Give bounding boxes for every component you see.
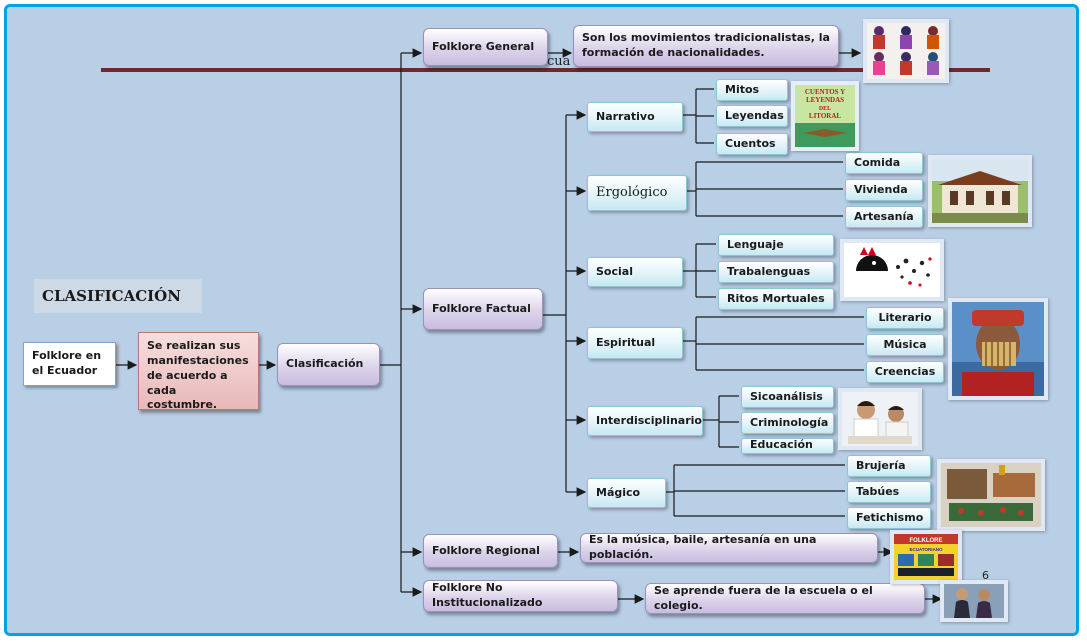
leaf-musica[interactable]: Música xyxy=(866,334,944,356)
leaf-creencias[interactable]: Creencias xyxy=(866,361,944,383)
leaf-sicoanalisis[interactable]: Sicoanálisis xyxy=(741,386,834,408)
leaf-literario[interactable]: Literario xyxy=(866,307,944,329)
leaf-tabues[interactable]: Tabúes xyxy=(847,481,931,503)
page-number: 6 xyxy=(982,569,989,582)
node-general-text[interactable]: Son los movimientos tradicionalistas, la… xyxy=(573,25,839,67)
image-magic-market xyxy=(937,459,1045,531)
node-magico[interactable]: Mágico xyxy=(587,478,666,508)
image-panpipe-player xyxy=(948,298,1048,400)
node-espiritual[interactable]: Espiritual xyxy=(587,327,683,359)
leaf-fetichismo[interactable]: Fetichismo xyxy=(847,507,931,529)
node-folklore-regional[interactable]: Folklore Regional xyxy=(423,534,558,568)
leaf-mitos[interactable]: Mitos xyxy=(716,79,788,101)
node-ergologico[interactable]: Ergológico xyxy=(587,175,687,211)
leaf-vivienda[interactable]: Vivienda xyxy=(845,179,923,201)
image-book-cover: CUENTOS Y LEYENDAS DEL LITORAL xyxy=(791,81,859,151)
leaf-comida[interactable]: Comida xyxy=(845,152,923,174)
leaf-ritos-mortuales[interactable]: Ritos Mortuales xyxy=(718,288,834,310)
connector-lines xyxy=(101,48,990,604)
node-clasificacion[interactable]: Clasificación xyxy=(277,343,380,386)
image-people xyxy=(940,580,1008,622)
leaf-trabalenguas[interactable]: Trabalenguas xyxy=(718,261,834,283)
occluded-title-fragment: cua xyxy=(547,54,571,69)
book-cover-line1: CUENTOS Y xyxy=(805,88,845,96)
node-social[interactable]: Social xyxy=(587,257,683,287)
leaf-leyendas[interactable]: Leyendas xyxy=(716,105,788,127)
leaf-educacion[interactable]: Educación xyxy=(741,438,834,454)
node-regional-text[interactable]: Es la música, baile, artesanía en una po… xyxy=(580,533,878,563)
node-folklore-no-institucionalizado[interactable]: Folklore No Institucionalizado xyxy=(423,580,618,612)
leaf-artesania[interactable]: Artesanía xyxy=(845,206,923,228)
node-folklore-general[interactable]: Folklore General xyxy=(423,28,548,66)
diagram-frame: cua CLASIFICACIÓN Folklore en el Ecuador… xyxy=(4,4,1079,636)
leaf-cuentos[interactable]: Cuentos xyxy=(716,133,788,155)
image-dolls xyxy=(863,19,949,83)
regional-cover-line1: FOLKLORE xyxy=(910,538,943,544)
node-narrativo[interactable]: Narrativo xyxy=(587,102,683,132)
node-interdisciplinario[interactable]: Interdisciplinario xyxy=(587,406,703,436)
node-folklore-ecuador[interactable]: Folklore en el Ecuador xyxy=(23,342,116,386)
section-title: CLASIFICACIÓN xyxy=(34,279,202,313)
book-cover-line3: DEL xyxy=(819,106,831,112)
book-cover-line2: LEYENDAS xyxy=(806,96,844,104)
image-social-cartoon xyxy=(840,239,944,301)
leaf-brujeria[interactable]: Brujería xyxy=(847,455,931,477)
book-cover-line4: LITORAL xyxy=(809,112,841,120)
regional-cover-line2: ECUATORIANO xyxy=(909,547,943,552)
node-description[interactable]: Se realizan sus manifestaciones de acuer… xyxy=(138,332,259,411)
node-noinst-text[interactable]: Se aprende fuera de la escuela o el cole… xyxy=(645,583,925,614)
leaf-lenguaje[interactable]: Lenguaje xyxy=(718,234,834,256)
node-folklore-factual[interactable]: Folklore Factual xyxy=(423,288,543,330)
image-students xyxy=(838,388,922,450)
image-house xyxy=(928,155,1032,227)
leaf-criminologia[interactable]: Criminología xyxy=(741,412,834,434)
image-regional-cover: FOLKLORE ECUATORIANO xyxy=(890,530,962,584)
